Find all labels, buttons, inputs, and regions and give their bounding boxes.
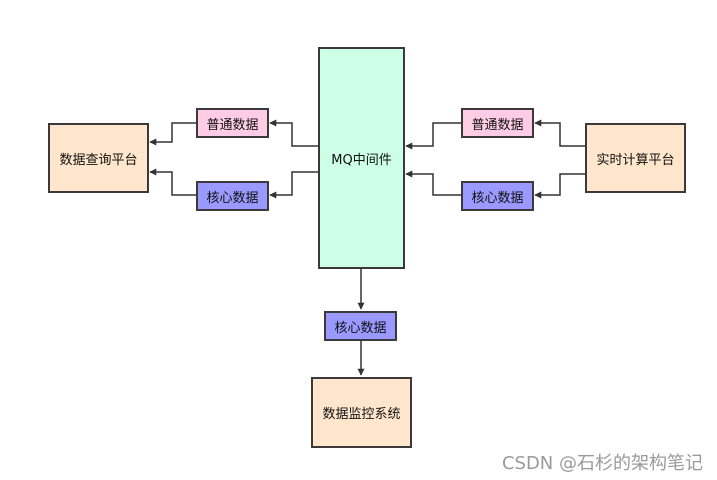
- left-core-data-label: 核心数据: [206, 190, 259, 206]
- edge-mq-to-left-normal: [269, 119, 318, 147]
- left-normal-data-tag: 普通数据: [196, 108, 269, 138]
- monitor-system-label: 数据监控系统: [322, 407, 401, 422]
- bottom-core-data-tag: 核心数据: [324, 311, 397, 341]
- bottom-core-data-label: 核心数据: [334, 320, 387, 336]
- edge-right-core-to-mq: [405, 170, 461, 196]
- realtime-platform-node: 实时计算平台: [585, 123, 686, 193]
- csdn-watermark: CSDN @石杉的架构笔记: [501, 453, 703, 474]
- query-platform-node: 数据查询平台: [48, 123, 149, 193]
- edge-left-normal-to-query: [149, 122, 196, 146]
- edge-realtime-to-right-normal: [534, 119, 585, 147]
- edge-realtime-to-right-core: [534, 173, 585, 199]
- right-core-data-tag: 核心数据: [461, 181, 534, 211]
- query-platform-label: 数据查询平台: [59, 152, 138, 168]
- right-normal-data-tag: 普通数据: [461, 108, 534, 138]
- realtime-platform-label: 实时计算平台: [596, 152, 675, 168]
- left-core-data-tag: 核心数据: [196, 181, 269, 211]
- edge-mq-to-left-core: [269, 171, 318, 199]
- mq-middleware-node: MQ中间件: [318, 47, 405, 269]
- right-core-data-label: 核心数据: [471, 190, 524, 206]
- right-normal-data-label: 普通数据: [471, 117, 524, 133]
- edge-left-core-to-query: [149, 168, 196, 196]
- mq-middleware-label: MQ中间件: [331, 152, 392, 168]
- monitor-system-node: 数据监控系统: [311, 377, 412, 448]
- edge-right-normal-to-mq: [405, 122, 461, 150]
- left-normal-data-label: 普通数据: [206, 117, 259, 133]
